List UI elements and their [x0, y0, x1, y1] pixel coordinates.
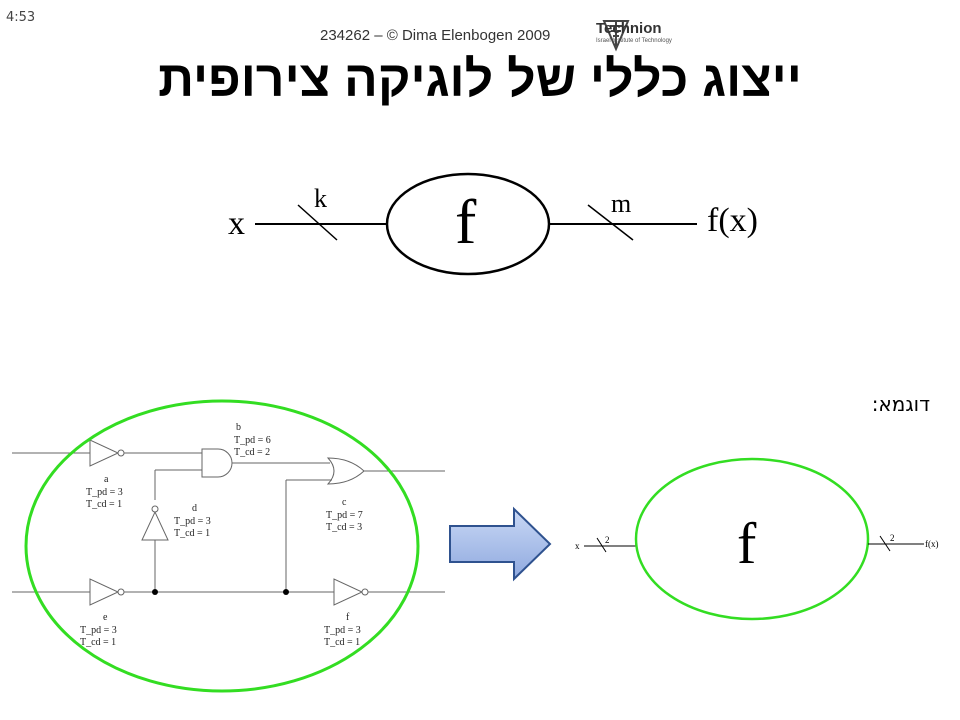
- gate-e-tcd: T_cd = 1: [80, 637, 116, 648]
- circuit-outline-ellipse: [24, 399, 420, 693]
- small-output-label: f(x): [925, 539, 939, 549]
- input-width-label: k: [314, 184, 327, 213]
- function-label: f: [455, 186, 477, 257]
- junction-dot: [152, 589, 158, 595]
- timestamp: 4:53: [6, 10, 36, 25]
- gate-a-id: a: [104, 474, 109, 485]
- small-input-label: x: [575, 541, 580, 551]
- logo-text: Technion: [596, 20, 662, 37]
- gate-d-tpd: T_pd = 3: [174, 516, 211, 527]
- gate-e-tpd: T_pd = 3: [80, 625, 117, 636]
- output-label: f(x): [707, 202, 758, 239]
- gate-a-tcd: T_cd = 1: [86, 499, 122, 510]
- course-header: 234262 – © Dima Elenbogen 2009: [320, 27, 551, 44]
- gate-c-tpd: T_pd = 7: [326, 510, 363, 521]
- example-label: דוגמא:: [871, 392, 930, 416]
- gate-f-id: f: [346, 612, 350, 623]
- gate-a-tpd: T_pd = 3: [86, 487, 123, 498]
- junction-dot: [283, 589, 289, 595]
- logo-subtitle: Israel Institute of Technology: [596, 38, 672, 44]
- gate-e-id: e: [103, 612, 108, 623]
- technion-logo-icon: [602, 20, 630, 52]
- gate-b-tcd: T_cd = 2: [234, 447, 270, 458]
- small-output-width: 2: [890, 533, 895, 543]
- gate-c-id: c: [342, 497, 347, 508]
- small-function-ellipse: [634, 457, 870, 621]
- gate-b-id: b: [236, 422, 241, 433]
- gate-d-id: d: [192, 503, 197, 514]
- gate-b-tpd: T_pd = 6: [234, 435, 271, 446]
- gate-d-tcd: T_cd = 1: [174, 528, 210, 539]
- gate-c-tcd: T_cd = 3: [326, 522, 362, 533]
- gate-f-tpd: T_pd = 3: [324, 625, 361, 636]
- output-width-label: m: [611, 189, 631, 218]
- input-label: x: [228, 205, 245, 242]
- slide-title: ייצוג כללי של לוגיקה צירופית: [158, 51, 802, 107]
- small-function-label: f: [737, 511, 757, 576]
- gate-f-tcd: T_cd = 1: [324, 637, 360, 648]
- small-input-width: 2: [605, 535, 610, 545]
